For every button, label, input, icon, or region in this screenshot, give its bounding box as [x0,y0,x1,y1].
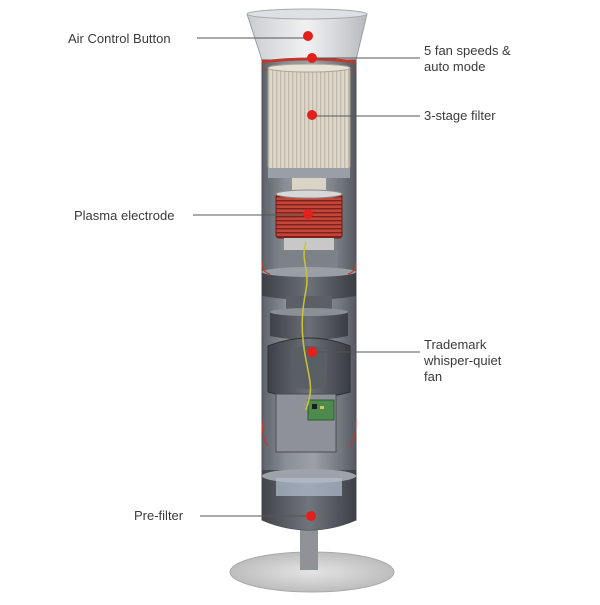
label-three-stage-filter: 3-stage filter [424,108,496,123]
marker-air-control [303,31,313,41]
label-fan-line2: whisper-quiet [424,353,502,368]
marker-fan-speeds [307,53,317,63]
label-fan-speeds-line2: auto mode [424,59,486,74]
markers [303,31,317,521]
label-pre-filter: Pre-filter [134,508,184,523]
label-fan-line3: fan [424,369,443,384]
label-fan-speeds: 5 fan speeds & auto mode [424,43,511,75]
label-fan: Trademark whisper-quiet fan [424,337,501,385]
marker-pre-filter [306,511,316,521]
label-fan-line1: Trademark [424,337,487,352]
marker-fan [307,347,317,357]
leader-lines [193,37,420,517]
marker-plasma [303,209,313,219]
label-fan-speeds-line1: 5 fan speeds & [424,43,511,58]
marker-filter [307,110,317,120]
label-plasma-electrode: Plasma electrode [74,208,175,223]
label-air-control-button: Air Control Button [68,31,171,46]
